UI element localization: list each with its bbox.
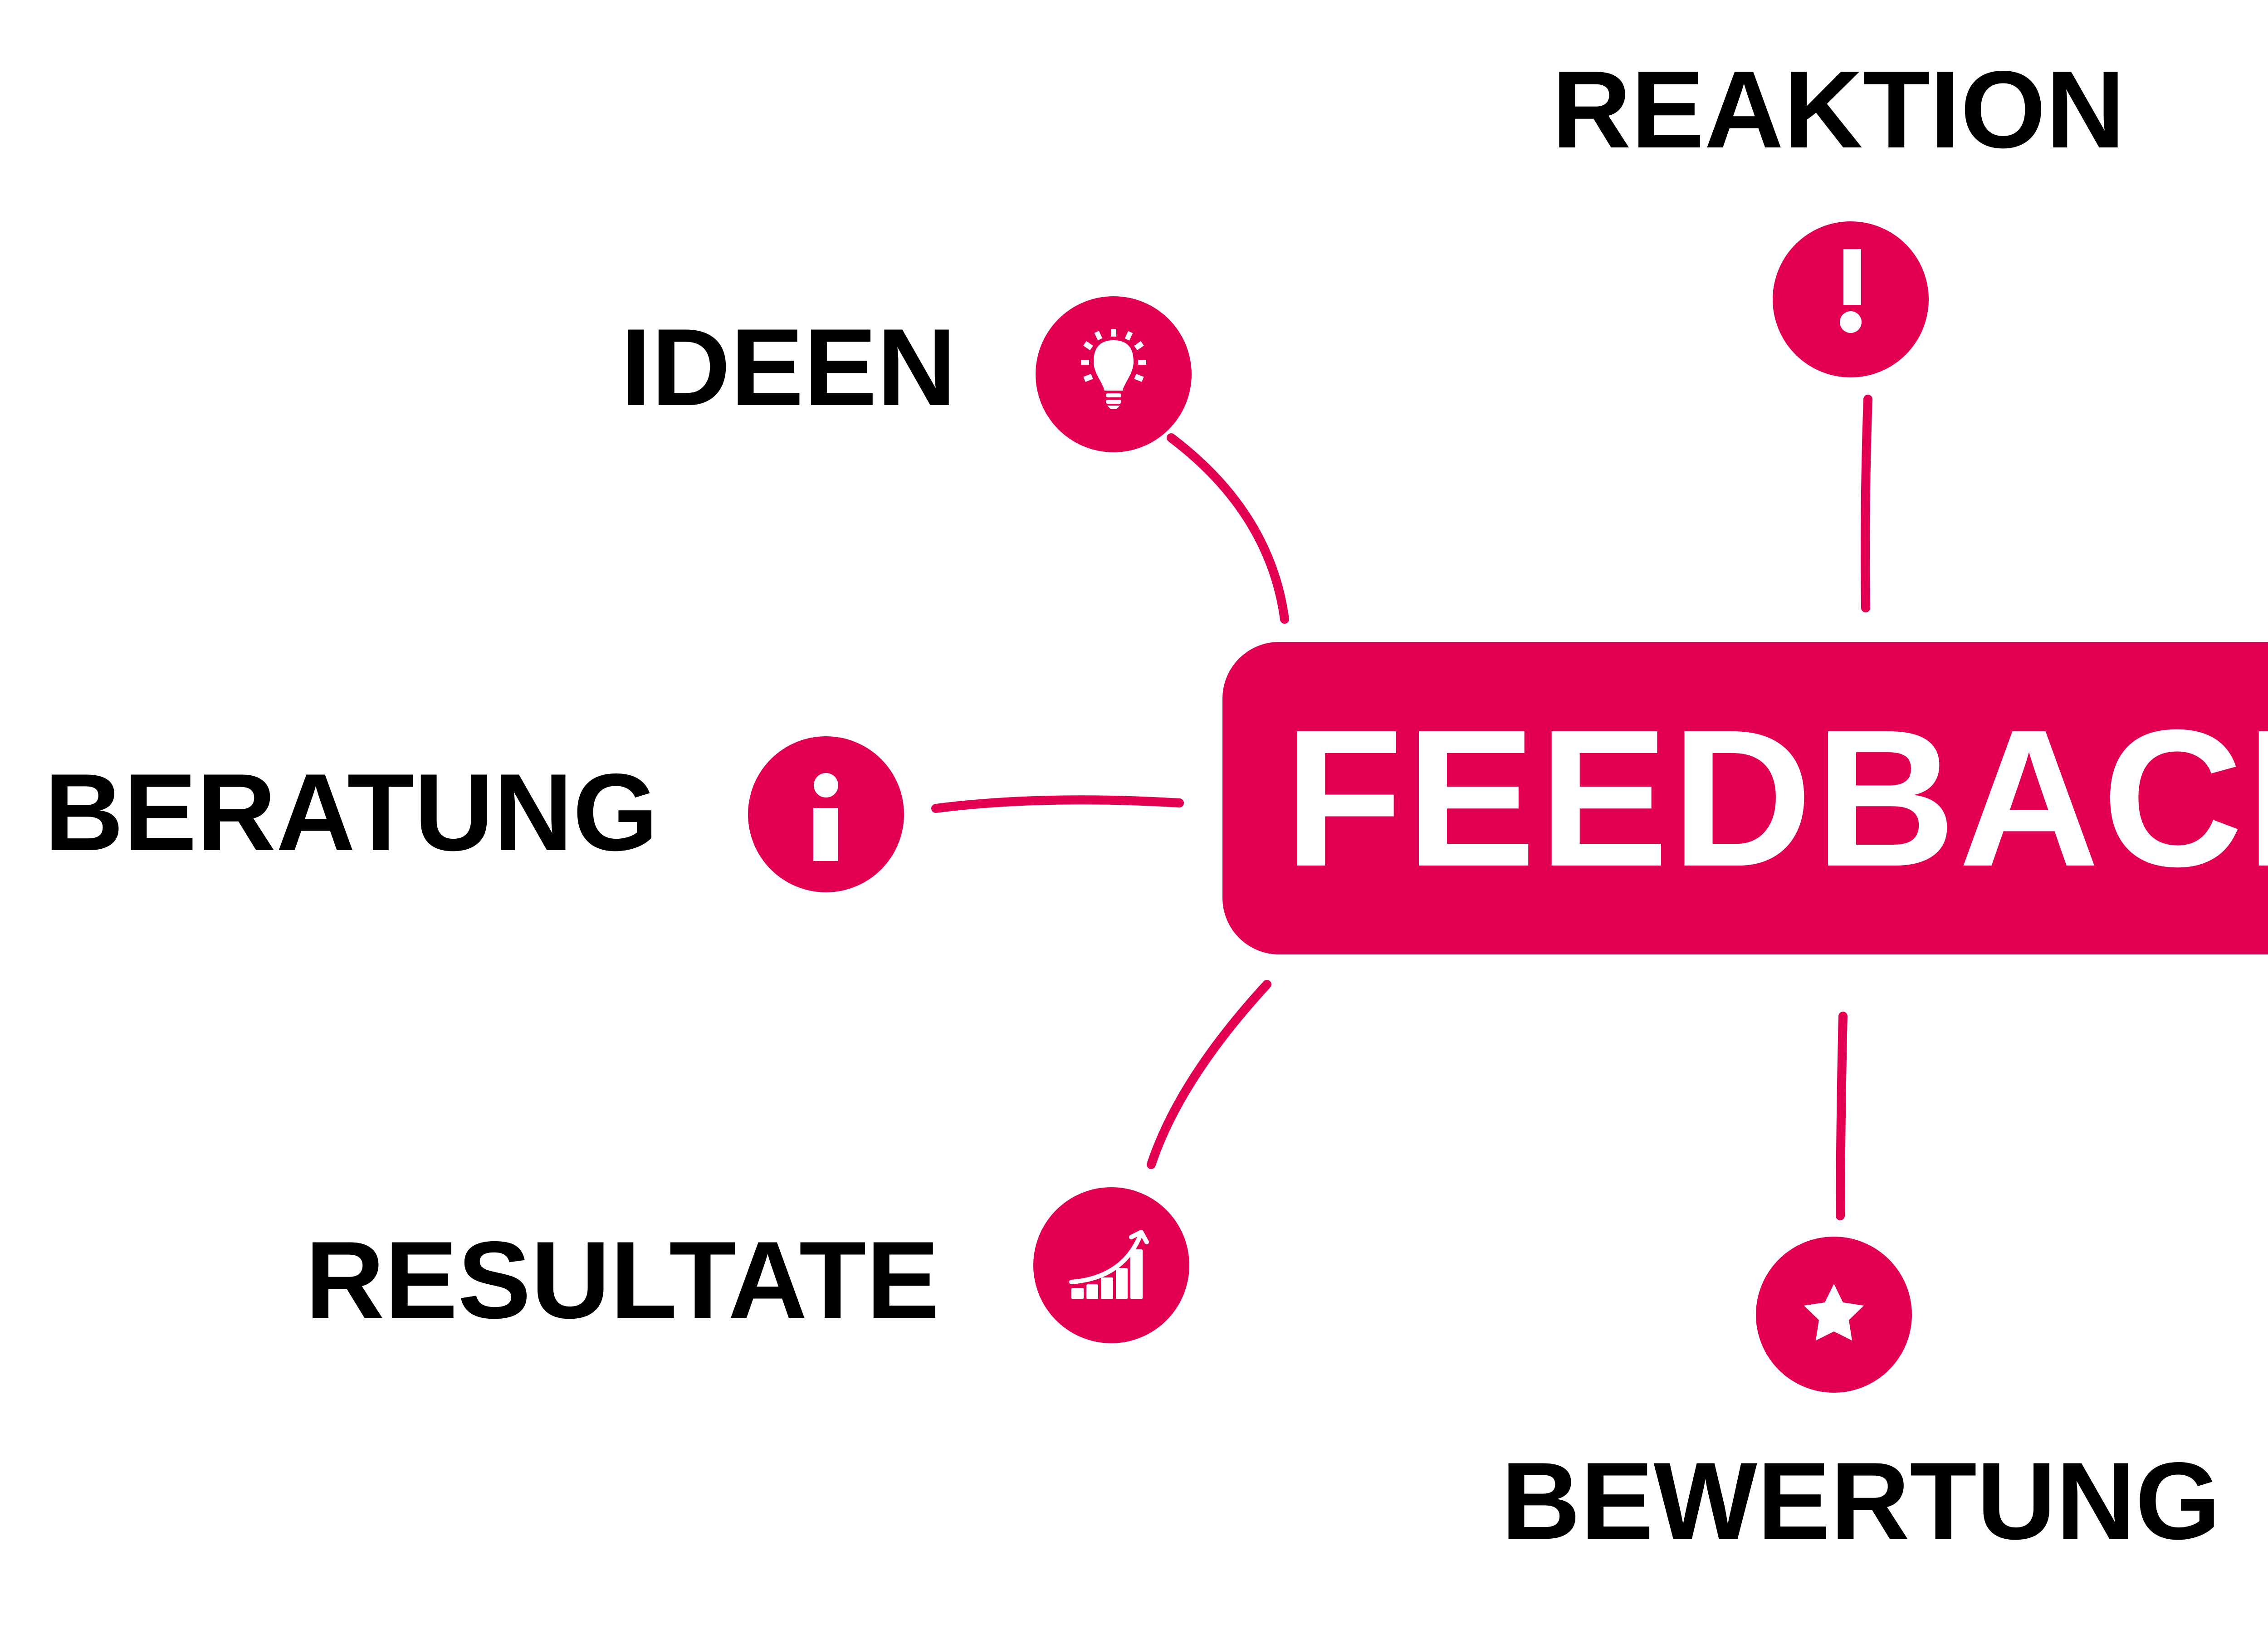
center-title: FEEDBACK — [1284, 689, 2268, 907]
connector-ideen — [1167, 433, 1289, 624]
feedback-center-box: FEEDBACK — [1222, 642, 2268, 954]
connector-beratung — [931, 795, 1184, 813]
node-beratung-circle — [748, 736, 904, 892]
info-icon — [813, 773, 838, 861]
connector-resultate — [1147, 980, 1271, 1169]
star-icon — [1804, 1284, 1864, 1341]
node-reaktion-circle — [1773, 221, 1929, 377]
node-ideen-label: IDEEN — [621, 306, 956, 429]
node-bewertung-label: BEWERTUNG — [1501, 1440, 2221, 1562]
node-reaktion-label: REAKTION — [1552, 49, 2125, 171]
growth-chart-icon — [1069, 1230, 1149, 1299]
node-resultate-label: RESULTATE — [305, 1219, 939, 1341]
lightbulb-icon — [1081, 329, 1146, 409]
node-resultate-circle — [1033, 1187, 1189, 1343]
connector-reaktion — [1861, 395, 1872, 612]
node-beratung-label: BERATUNG — [44, 751, 658, 874]
node-bewertung-circle — [1756, 1237, 1912, 1393]
node-ideen-circle — [1036, 296, 1192, 452]
connector-bewertung — [1836, 1012, 1848, 1220]
exclamation-icon — [1840, 249, 1862, 333]
